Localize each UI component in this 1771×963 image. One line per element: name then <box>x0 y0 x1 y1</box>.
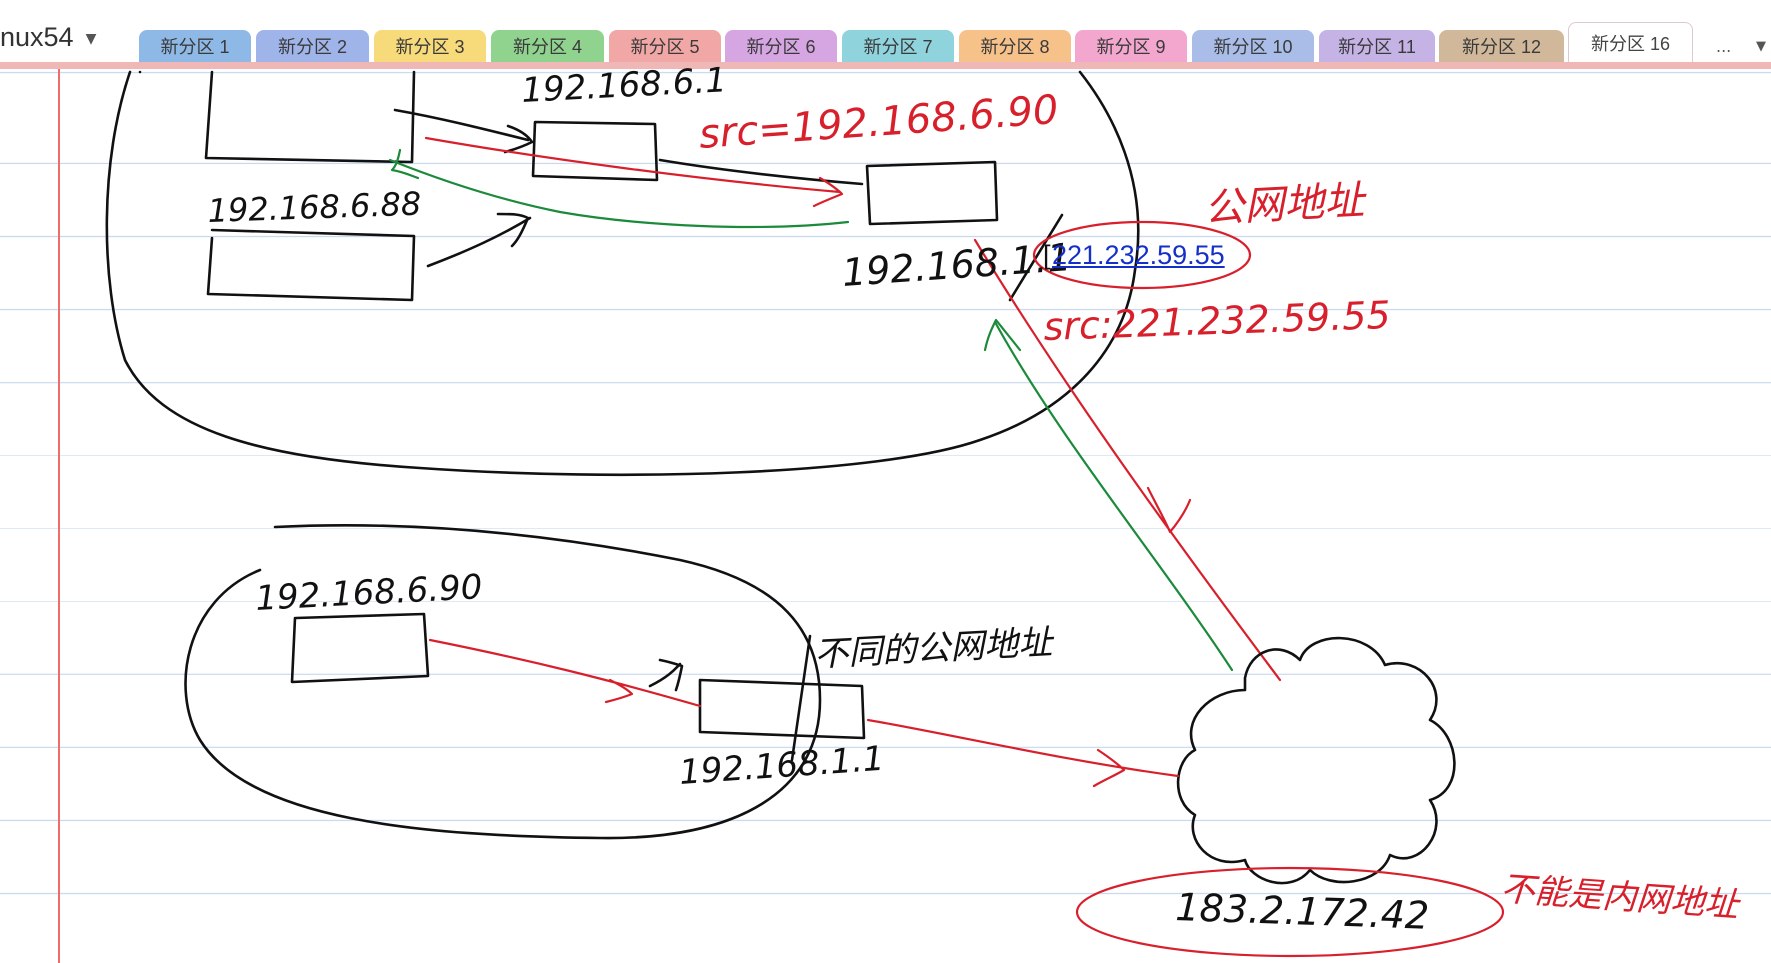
label-ip-router-wan: 192.168.1.1 <box>841 235 1073 295</box>
green-flow-internet-to-router <box>983 318 1234 672</box>
label-src-private: src=192.168.6.90 <box>697 87 1059 158</box>
tab-section-1[interactable]: 新分区 1 <box>139 30 251 62</box>
label-different-public: 不同的公网地址 <box>813 622 1056 675</box>
public-ip-link[interactable]: 221.232.59.55 <box>1052 240 1225 270</box>
tab-section-8[interactable]: 新分区 8 <box>959 30 1071 62</box>
switch-box <box>531 120 659 182</box>
tab-section-11[interactable]: 新分区 11 <box>1319 30 1435 62</box>
tab-section-12[interactable]: 新分区 12 <box>1439 30 1564 62</box>
notebook-name[interactable]: nux54 <box>0 21 74 52</box>
label-server-ip: 183.2.172.42 <box>1175 885 1430 938</box>
tab-section-4[interactable]: 新分区 4 <box>491 30 604 62</box>
tab-section-3[interactable]: 新分区 3 <box>374 30 486 62</box>
router-box-bottom <box>698 678 866 740</box>
label-src-public: src:221.232.59.55 <box>1043 293 1391 349</box>
tab-section-5[interactable]: 新分区 5 <box>609 30 721 62</box>
notebook-selector[interactable]: nux54 ▼ <box>0 22 96 52</box>
note-page-canvas[interactable] <box>0 69 1771 963</box>
router-box <box>865 160 999 226</box>
server-ip-circle <box>1075 866 1505 958</box>
label-ip-router-bottom: 192.168.1.1 <box>678 739 886 793</box>
arrow-switch-to-router <box>658 158 864 186</box>
internet-cloud <box>1176 636 1456 885</box>
host-box-top-left <box>204 70 416 164</box>
host-box-88 <box>206 228 416 302</box>
section-color-band <box>0 62 1771 69</box>
red-flow-bottom-router-to-internet <box>866 718 1180 788</box>
more-sections-label[interactable]: ... <box>1716 36 1732 56</box>
tab-section-6[interactable]: 新分区 6 <box>725 30 837 62</box>
lan-boundary-bottom <box>184 524 822 840</box>
more-sections-button[interactable]: ... ▼ <box>1716 32 1766 60</box>
label-ip-gateway-top: 192.168.6.1 <box>520 60 727 111</box>
label-not-private: 不能是内网地址 <box>1499 869 1742 926</box>
red-flow-router-to-internet <box>973 238 1282 682</box>
router-bottom-tick <box>790 634 812 762</box>
tab-section-10[interactable]: 新分区 10 <box>1192 30 1314 62</box>
page-margin-line <box>58 69 60 963</box>
green-return-flow <box>388 148 850 229</box>
tab-section-13[interactable]: 新分区 16 <box>1568 22 1693 62</box>
arrow-host90-to-router <box>648 658 684 692</box>
router-port-tick <box>1008 213 1064 302</box>
tab-section-7[interactable]: 新分区 7 <box>842 30 954 62</box>
chevron-down-icon[interactable]: ▼ <box>1756 38 1766 54</box>
red-flow-host-to-router <box>424 136 844 208</box>
chevron-down-icon[interactable]: ▼ <box>85 31 97 47</box>
label-public-address: 公网地址 <box>1203 178 1368 232</box>
label-ip-host-88: 192.168.6.88 <box>207 185 422 230</box>
arrow-host88-to-switch <box>426 212 532 268</box>
tab-section-9[interactable]: 新分区 9 <box>1075 30 1187 62</box>
tab-section-2[interactable]: 新分区 2 <box>256 30 369 62</box>
lan-boundary-top <box>105 70 1140 477</box>
red-flow-bottom-host-to-router <box>428 638 702 708</box>
arrow-host-to-switch <box>393 108 534 154</box>
ip-link-bracket: [ <box>1043 240 1051 270</box>
label-ip-host-90: 192.168.6.90 <box>254 567 483 619</box>
public-ip-circle <box>1032 220 1252 290</box>
host-box-90 <box>290 612 430 684</box>
